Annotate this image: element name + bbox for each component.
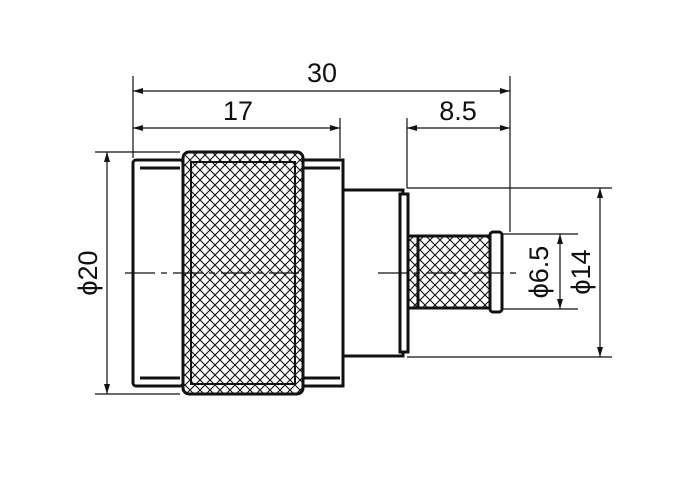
dim-d14-label: ϕ14 xyxy=(566,249,596,294)
dim-d20-label: ϕ20 xyxy=(73,250,103,295)
dim-d6-5-label: ϕ6.5 xyxy=(524,246,554,299)
dimension-d20: ϕ20 xyxy=(73,152,110,394)
collar xyxy=(301,158,345,388)
dimension-d6-5: ϕ6.5 xyxy=(524,234,563,309)
dimension-d14: ϕ14 xyxy=(566,188,603,357)
dimension-17: 17 xyxy=(133,96,340,131)
dimension-30: 30 xyxy=(133,58,510,94)
shoulder xyxy=(341,188,405,358)
dim-17-label: 17 xyxy=(223,96,253,126)
dimension-8-5: 8.5 xyxy=(407,96,510,131)
knurled-pin xyxy=(406,234,500,310)
dim-8-5-label: 8.5 xyxy=(439,96,477,126)
dim-30-label: 30 xyxy=(307,58,337,88)
pin-tip xyxy=(488,230,504,314)
